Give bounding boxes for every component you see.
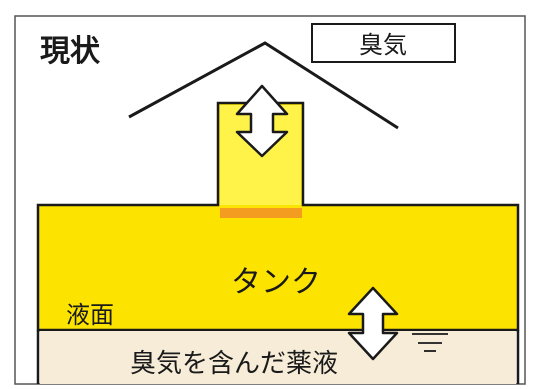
liquid-content-label: 臭気を含んだ薬液 bbox=[130, 349, 338, 379]
roof-line bbox=[128, 41, 399, 130]
shaft-base-band bbox=[220, 208, 302, 218]
liquid-double-arrow-icon bbox=[347, 286, 399, 361]
tank-label: タンク bbox=[231, 265, 321, 300]
liquid-region bbox=[40, 331, 516, 384]
water-level-icon bbox=[412, 333, 448, 352]
diagram-title: 現状 bbox=[40, 34, 101, 69]
liquid-surface-label: 液面 bbox=[66, 301, 114, 329]
odor-box bbox=[311, 23, 456, 63]
shaft-double-arrow-icon bbox=[235, 84, 289, 158]
odor-box-label: 臭気 bbox=[359, 31, 407, 59]
